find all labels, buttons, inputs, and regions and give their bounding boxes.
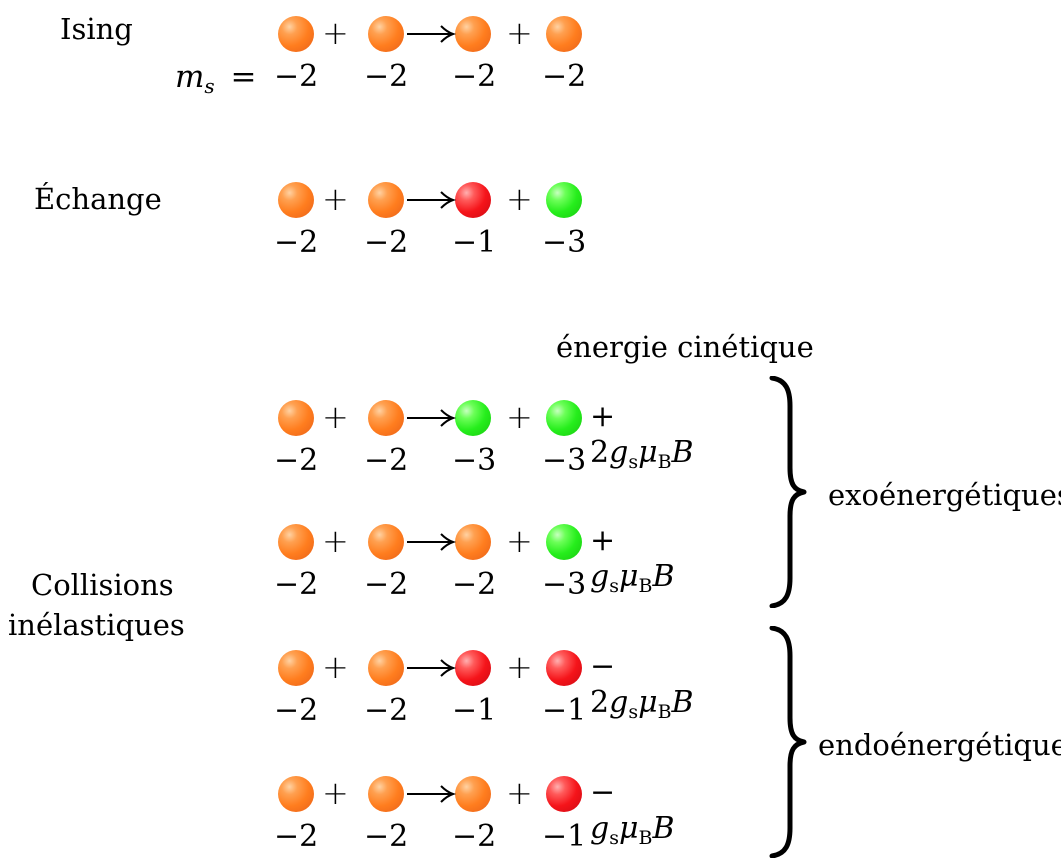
reaction-arrow	[407, 785, 457, 803]
plus-sign: +	[506, 180, 533, 218]
particle-red	[546, 650, 582, 686]
label-echange: Échange	[34, 182, 162, 216]
plus-sign: +	[506, 14, 533, 52]
ms-value: −2	[274, 693, 319, 728]
label-endoenergetiques: endoénergétiques	[818, 728, 1061, 762]
ms-value: −2	[364, 59, 409, 94]
ms-value: −2	[364, 819, 409, 854]
particle-green	[455, 400, 491, 436]
energy-term: − 2gsμBB	[590, 649, 694, 723]
particle-red	[455, 650, 491, 686]
ms-value: −1	[542, 693, 587, 728]
endo-brace	[769, 626, 807, 858]
particle-orange	[368, 16, 404, 52]
particle-orange	[368, 650, 404, 686]
particle-red	[455, 182, 491, 218]
ms-prefix: ms =	[175, 60, 257, 103]
particle-orange	[455, 16, 491, 52]
ms-value: −2	[364, 693, 409, 728]
ms-value: −2	[274, 443, 319, 478]
plus-sign: +	[322, 774, 349, 812]
plus-sign: +	[506, 648, 533, 686]
label-collisions-line2: inélastiques	[8, 608, 185, 642]
reaction-arrow	[407, 25, 457, 43]
ms-value: −2	[452, 59, 497, 94]
plus-sign: +	[322, 14, 349, 52]
particle-orange	[278, 776, 314, 812]
reaction-arrow	[407, 409, 457, 427]
reaction-arrow	[407, 659, 457, 677]
particle-orange	[546, 16, 582, 52]
exo-brace	[769, 376, 807, 608]
ms-value: −3	[542, 225, 587, 260]
ms-subscript: s	[204, 74, 215, 98]
particle-orange	[368, 400, 404, 436]
energy-term: − gsμBB	[590, 775, 675, 849]
ms-value: −2	[274, 567, 319, 602]
ms-value: −2	[364, 443, 409, 478]
plus-sign: +	[322, 180, 349, 218]
particle-orange	[368, 524, 404, 560]
label-exoenergetiques: exoénergétiques	[828, 478, 1061, 512]
plus-sign: +	[322, 648, 349, 686]
label-ising: Ising	[60, 12, 133, 46]
energy-term: + gsμBB	[590, 523, 675, 597]
label-collisions-line1: Collisions	[31, 568, 174, 602]
particle-orange	[455, 776, 491, 812]
ms-value: −2	[274, 225, 319, 260]
particle-orange	[278, 182, 314, 218]
plus-sign: +	[506, 398, 533, 436]
ms-value: −3	[452, 443, 497, 478]
ms-value: −2	[364, 567, 409, 602]
particle-orange	[368, 776, 404, 812]
plus-sign: +	[322, 522, 349, 560]
particle-green	[546, 400, 582, 436]
ms-value: −2	[452, 567, 497, 602]
particle-orange	[278, 524, 314, 560]
particle-red	[546, 776, 582, 812]
ms-equals: =	[230, 59, 257, 95]
particle-green	[546, 524, 582, 560]
particle-orange	[368, 182, 404, 218]
reaction-arrow	[407, 533, 457, 551]
ms-value: −1	[542, 819, 587, 854]
plus-sign: +	[322, 398, 349, 436]
ms-value: −3	[542, 567, 587, 602]
particle-orange	[278, 650, 314, 686]
ms-symbol: m	[175, 59, 205, 95]
particle-green	[546, 182, 582, 218]
ms-value: −2	[364, 225, 409, 260]
plus-sign: +	[506, 774, 533, 812]
energy-term: + 2gsμBB	[590, 399, 694, 473]
ms-value: −1	[452, 225, 497, 260]
label-energie-cinetique: énergie cinétique	[556, 330, 814, 364]
plus-sign: +	[506, 522, 533, 560]
ms-value: −2	[274, 819, 319, 854]
reaction-arrow	[407, 191, 457, 209]
particle-orange	[278, 16, 314, 52]
ms-value: −2	[274, 59, 319, 94]
ms-value: −2	[452, 819, 497, 854]
ms-value: −1	[452, 693, 497, 728]
ms-value: −2	[542, 59, 587, 94]
particle-orange	[278, 400, 314, 436]
particle-orange	[455, 524, 491, 560]
ms-value: −3	[542, 443, 587, 478]
